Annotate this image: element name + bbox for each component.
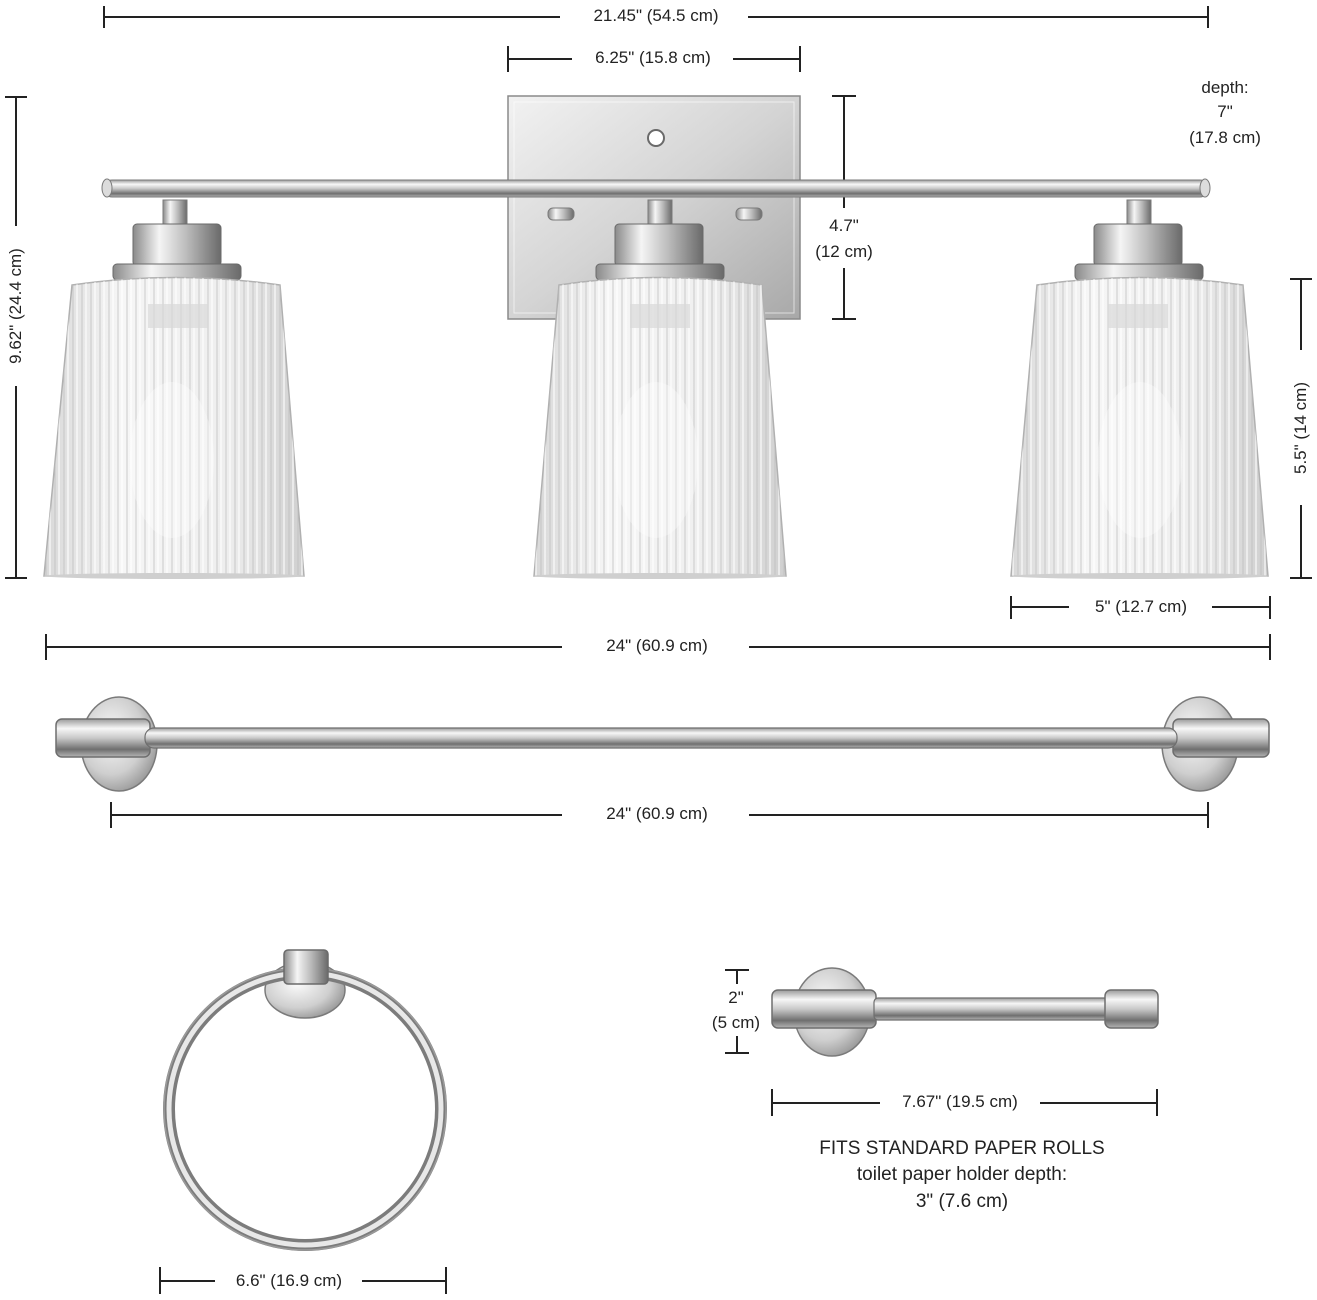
dim-fixture-width-label: 21.45" (54.5 cm) [593, 6, 719, 25]
dim-shade-width-label: 5" (12.7 cm) [1094, 597, 1187, 616]
dim-tp-width-label: 7.67" (19.5 cm) [902, 1092, 1018, 1111]
dim-shade-height-label: 5.5" (14 cm) [1291, 382, 1310, 475]
dim-backplate-width-label: 6.25" (15.8 cm) [595, 48, 711, 67]
towel-bar-rod [144, 727, 1178, 749]
lamp-right [1010, 199, 1269, 579]
mounting-screw-icon [647, 129, 665, 147]
towel-bar [55, 696, 1270, 792]
note-tp-depth-value: 3" (7.6 cm) [915, 1191, 1009, 1212]
depth-metric: (17.8 cm) [1189, 128, 1261, 147]
dim-overall-height-label: 9.62" (24.4 cm) [6, 248, 25, 364]
lamp-left [43, 199, 305, 579]
depth-label: depth: [1201, 78, 1249, 97]
dim-backplate-height-label-2: (12 cm) [815, 242, 873, 261]
dim-backplate-height-label-1: 4.7" [829, 216, 859, 235]
fixture-arm-bar [103, 179, 1209, 198]
dim-towel-bar-label: 24" (60.9 cm) [606, 804, 708, 823]
dim-tp-height-label-2: (5 cm) [711, 1013, 761, 1032]
tp-holder-rod [873, 997, 1111, 1021]
dim-tp-height-label-1: 2" [728, 988, 744, 1007]
depth-value: 7" [1217, 102, 1233, 121]
note-tp-depth-label: toilet paper holder depth: [856, 1164, 1068, 1185]
toilet-paper-holder [771, 967, 1159, 1057]
note-fits-standard-rolls: FITS STANDARD PAPER ROLLS [819, 1138, 1105, 1159]
towel-ring [163, 949, 447, 1251]
dim-ring-width-label: 6.6" (16.9 cm) [235, 1271, 343, 1290]
dim-light-overall-label: 24" (60.9 cm) [606, 636, 708, 655]
lamp-center [533, 199, 787, 579]
vanity-light-fixture [43, 95, 1269, 579]
